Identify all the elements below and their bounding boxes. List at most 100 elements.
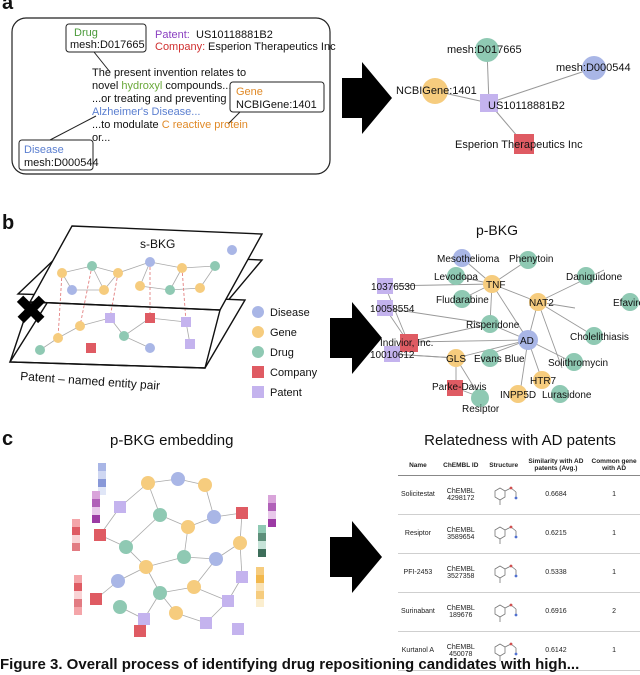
molecule-structure-icon — [494, 642, 518, 661]
disease-callout — [18, 139, 94, 171]
pbkg-label-solithromycin: Solithromycin — [548, 358, 608, 369]
cell-chembl: ChEMBL 3527358 — [437, 553, 484, 593]
cell-similarity: 0.6684 — [523, 475, 589, 515]
cell-similarity: 0.5338 — [523, 553, 589, 593]
graph-a-gene-node — [422, 78, 448, 104]
graph-a-company-node — [514, 134, 534, 154]
col-structure: Structure — [483, 456, 524, 476]
patent-label: Patent: — [155, 29, 190, 41]
pbkg-label-gls: GLS — [446, 354, 466, 365]
legend-company-label: Company — [270, 367, 318, 379]
cell-chembl: ChEMBL 3589654 — [437, 514, 484, 554]
cell-chembl: ChEMBL 450078 — [437, 631, 484, 671]
embedding-nodes — [90, 472, 248, 637]
gene-label: Gene — [236, 86, 263, 98]
pbkg-label-fludarabine: Fludarabine — [436, 295, 489, 306]
legend-patent-label: Patent — [270, 387, 302, 399]
legend-drug-label: Drug — [270, 347, 294, 359]
pbkg-label-daniquidone: Daniquidone — [566, 272, 623, 283]
legend-disease-label: Disease — [270, 307, 310, 319]
cell-name: Resiptor — [398, 514, 438, 554]
panel-letter-c: c — [2, 428, 14, 450]
pbkg-label-parke-davis: Parke-Davis — [432, 382, 486, 393]
cell-chembl: ChEMBL 189676 — [437, 592, 484, 632]
molecule-structure-icon — [494, 486, 518, 505]
cell-structure — [483, 475, 524, 515]
cell-name: Solicitestat — [398, 475, 438, 515]
gene-callout — [229, 81, 325, 113]
panel-b-figure: s-BKG s-BKG Patent – named e — [8, 222, 640, 415]
pbkg-label-inpp5d: INPP5D — [500, 390, 536, 401]
cell-name: PFI-2453 — [398, 553, 438, 593]
drug-label: Drug — [74, 27, 98, 39]
pbkg-label-mesothelioma: Mesothelioma — [437, 254, 500, 265]
graph-a-patent-label: US10118881B2 — [488, 100, 565, 112]
company-name: Esperion Therapeutics Inc — [208, 41, 336, 53]
pbkg-label-cholelithiasis: Cholelithiasis — [570, 332, 629, 343]
pbkg-label-levodopa: Levodopa — [434, 272, 478, 283]
drug-callout — [65, 23, 147, 53]
cell-similarity: 0.6142 — [523, 631, 589, 671]
pbkg-label-tnf: TNF — [486, 280, 505, 291]
cell-structure — [483, 514, 524, 554]
cell-chembl: ChEMBL 4298172 — [437, 475, 484, 515]
col-similarity: Similarity with AD patents (Avg.) — [523, 456, 589, 476]
pbkg-label-htr7: HTR7 — [530, 376, 557, 387]
pbkg-label-10376530: 10376530 — [371, 282, 416, 293]
molecule-structure-icon — [494, 564, 518, 583]
gene-callout-pointer — [227, 111, 241, 125]
patent-plane-frame — [9, 301, 221, 369]
cell-name: Surinabant — [398, 592, 438, 632]
graph-a-drug-node — [475, 38, 499, 62]
figure-caption: Figure 3. Overall process of identifying… — [0, 656, 580, 673]
pbkg-nodes — [377, 249, 639, 407]
arrow-a-icon — [342, 62, 392, 134]
relatedness-table: Name ChEMBL ID Structure Similarity with… — [398, 456, 640, 671]
pbkg-label-risperidone: Risperidone — [466, 320, 520, 331]
cell-common: 2 — [588, 592, 640, 632]
pbkg-label-indivior: Indivior, Inc. — [380, 338, 433, 349]
pbkg-title: p-BKG — [476, 222, 518, 238]
patent-text-line-6: or... — [92, 132, 110, 144]
legend-gene-swatch — [252, 326, 264, 338]
patent-text-line-1: The present invention relates to — [92, 67, 246, 79]
legend-company-swatch — [252, 366, 264, 378]
drug-callout-pointer — [93, 51, 111, 73]
embedding-title: p-BKG embedding — [110, 432, 234, 449]
cell-common: 1 — [588, 631, 640, 671]
table-header-row: Name ChEMBL ID Structure Similarity with… — [398, 456, 640, 476]
legend-gene-label: Gene — [270, 327, 297, 339]
panel-a-figure: Drug mesh:D017665 Patent: US10118881B2 C… — [11, 17, 631, 175]
panel-letter-b: b — [2, 212, 15, 234]
cell-similarity: 0.6916 — [523, 592, 589, 632]
gene-id: NCBIGene:1401 — [236, 99, 317, 111]
pbkg-label-efavirenz: Efavire — [613, 298, 640, 309]
pbkg-label-10058554: 10058554 — [370, 304, 415, 315]
cell-name: Kurtanol A — [398, 631, 438, 671]
molecule-structure-icon — [494, 525, 518, 544]
graph-a-disease-node — [582, 56, 606, 80]
patent-text-box — [11, 17, 331, 175]
patent-id: US10118881B2 — [196, 29, 273, 41]
sbkg-title: s-BKG — [140, 237, 175, 251]
company-label: Company: — [155, 41, 205, 53]
arrow-b-icon — [330, 302, 382, 374]
legend-patent-swatch — [252, 386, 264, 398]
drug-id: mesh:D017665 — [70, 39, 145, 51]
disease-callout-pointer — [49, 115, 97, 141]
pbkg-label-lurasidone: Lurasidone — [542, 390, 592, 401]
pbkg-label-evans-blue: Evans Blue — [474, 354, 525, 365]
graph-a-gene-label: NCBIGene:1401 — [396, 85, 477, 97]
graph-a-patent-node — [480, 94, 498, 112]
cell-structure — [483, 553, 524, 593]
pbkg-label-resiptor: Resiptor — [462, 404, 500, 415]
patent-text-line-2: novel hydroxyl compounds... — [92, 80, 231, 92]
pbkg-label-10010612: 10010612 — [370, 350, 415, 361]
patent-text-line-5: ...to modulate C reactive protein — [92, 119, 248, 131]
cell-similarity: 0.6215 — [523, 514, 589, 554]
